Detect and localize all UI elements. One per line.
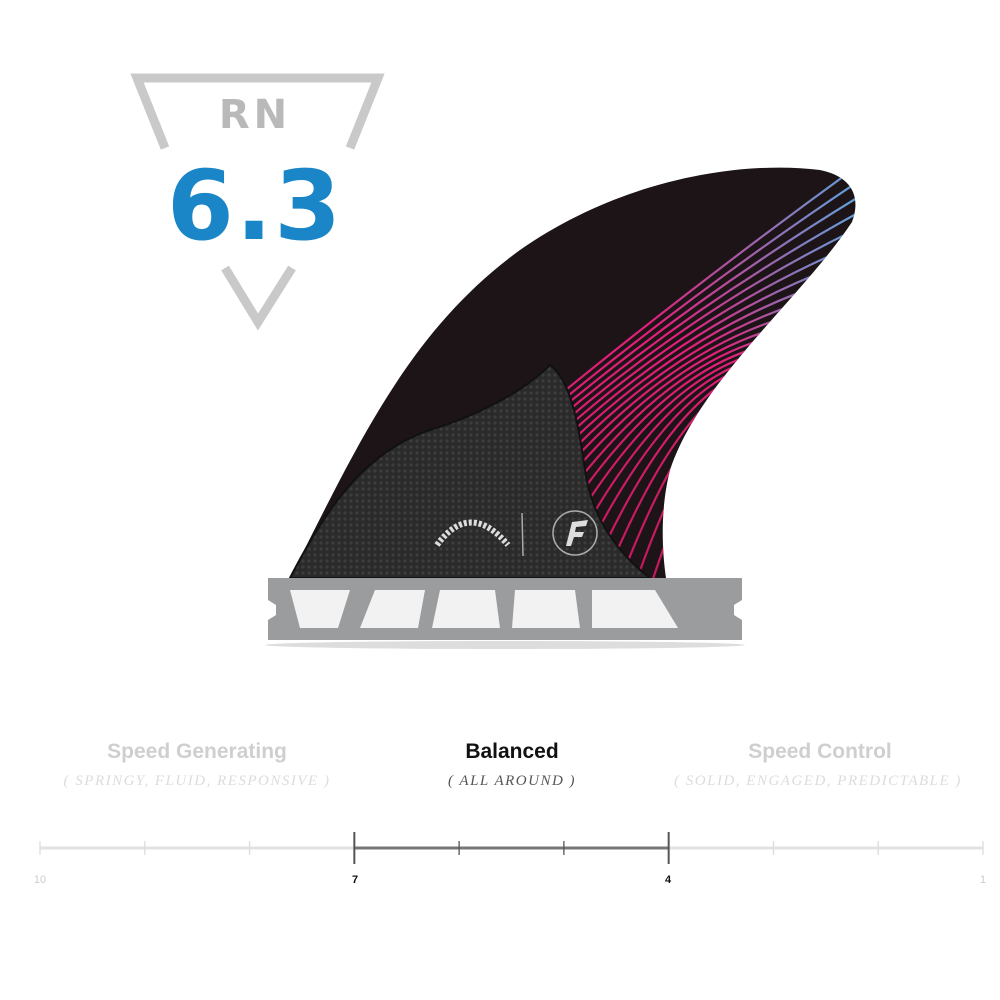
fin-stripe	[723, 380, 856, 578]
category-speed-control-subtitle: ( SOLID, ENGAGED, PREDICTABLE )	[674, 773, 962, 789]
fin-size-value: 6.3	[166, 150, 344, 262]
category-balanced: Balanced	[465, 740, 559, 763]
scale-label-10: 10	[33, 874, 47, 886]
lost-logo-icon	[434, 519, 511, 547]
flex-scale	[39, 832, 984, 864]
category-balanced-subtitle: ( ALL AROUND )	[447, 773, 577, 789]
scale-label-7: 7	[351, 874, 359, 886]
category-speed-generating-subtitle: ( SPRINGY, FLUID, RESPONSIVE )	[63, 773, 331, 789]
model-name: RN	[218, 92, 292, 138]
futures-logo-icon	[552, 510, 598, 556]
rating-badge-triangle	[130, 73, 385, 331]
category-speed-control: Speed Control	[748, 740, 892, 763]
scale-label-4: 4	[664, 874, 672, 886]
scale-label-1: 1	[979, 874, 987, 886]
category-speed-generating: Speed Generating	[107, 740, 287, 763]
